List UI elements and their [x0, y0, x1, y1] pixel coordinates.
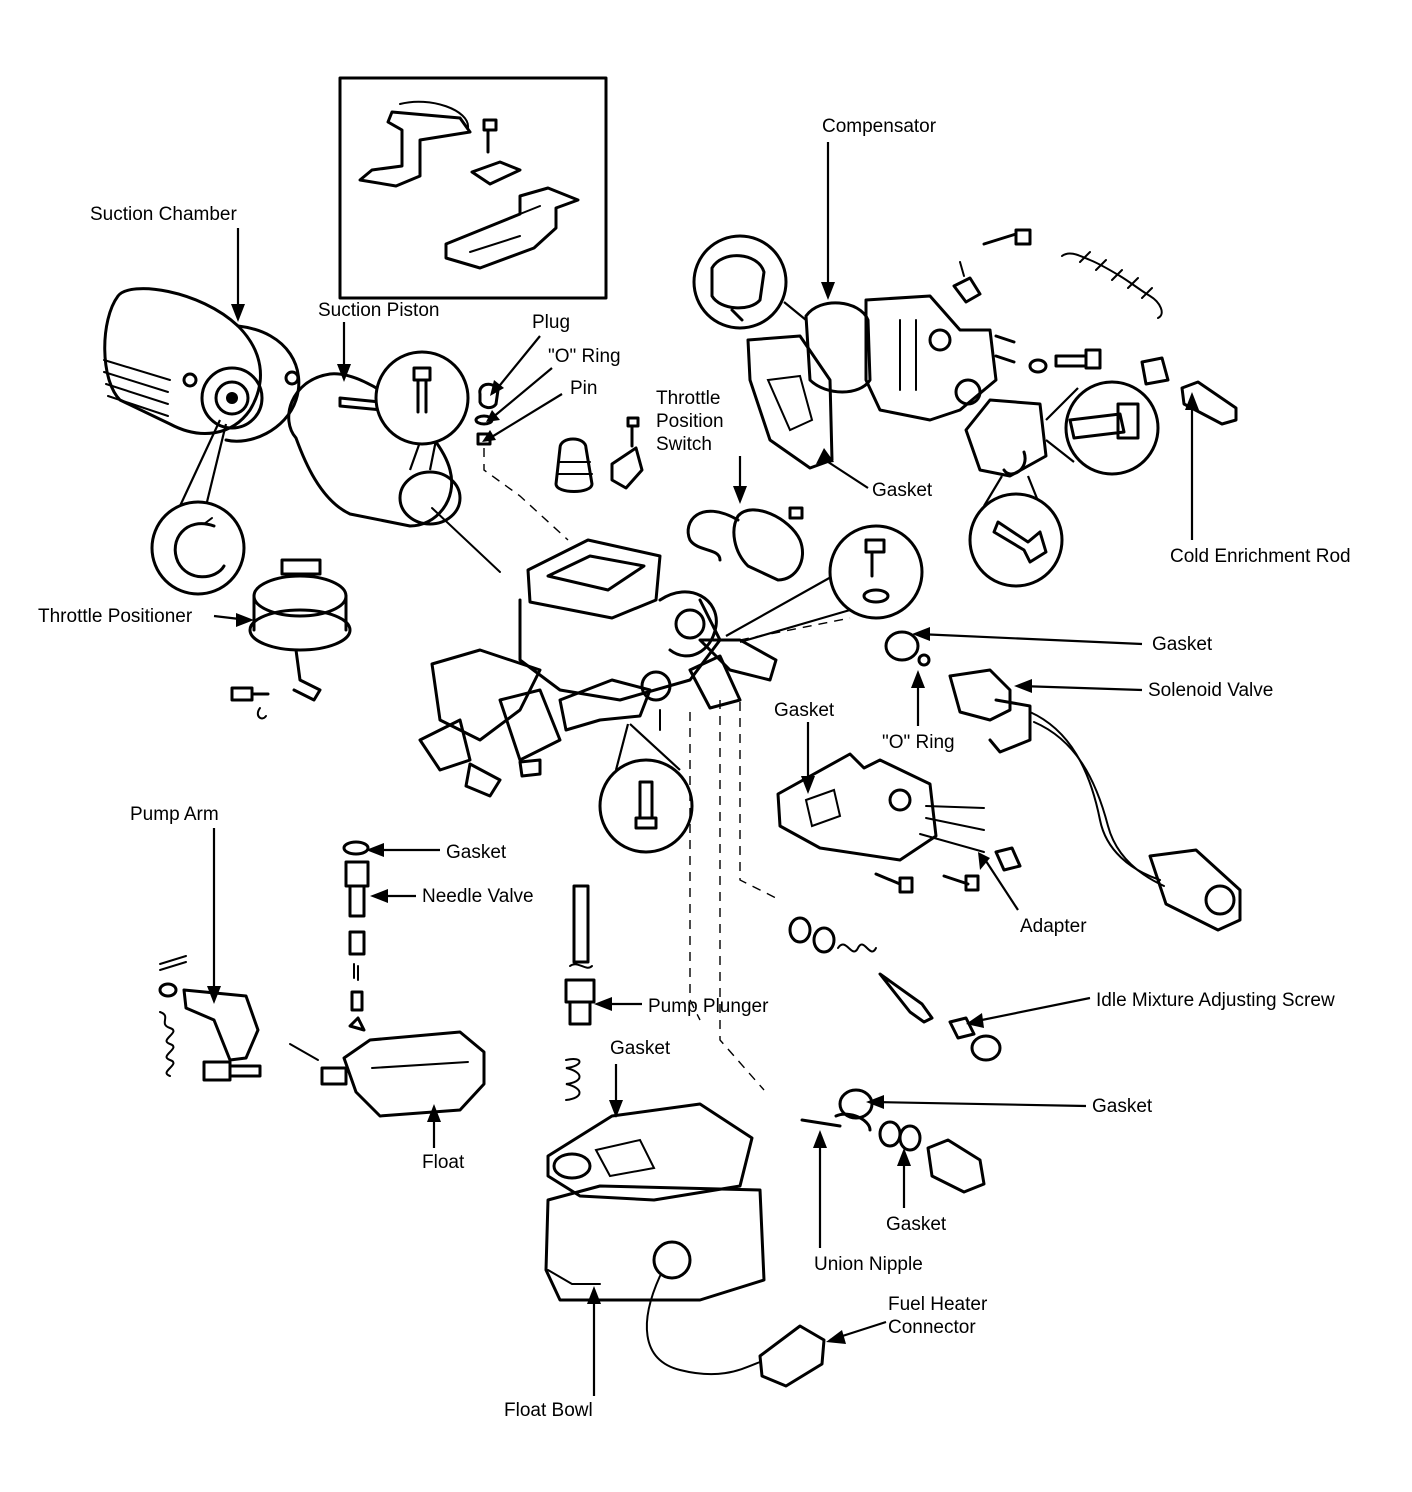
label-fuel-heater-connector-line1: Fuel Heater: [888, 1294, 988, 1315]
label-gasket-union-right: Gasket: [1092, 1096, 1153, 1117]
label-throttle-position-switch-line3: Switch: [656, 434, 712, 455]
carburetor-main-body: [418, 538, 778, 798]
inset-bracket-detail: [338, 76, 608, 300]
label-pump-plunger: Pump Plunger: [648, 996, 769, 1017]
label-idle-mixture-adjusting-screw: Idle Mixture Adjusting Screw: [1096, 990, 1335, 1011]
label-fuel-heater-connector-line2: Connector: [888, 1317, 976, 1338]
union-nipple-part: [800, 1088, 1087, 1248]
label-solenoid-valve: Solenoid Valve: [1148, 680, 1273, 701]
label-gasket-solenoid: Gasket: [1152, 634, 1213, 655]
float-part: [289, 1030, 486, 1148]
plug-oring-pin-parts: [474, 335, 569, 541]
label-float-bowl: Float Bowl: [504, 1400, 593, 1421]
throttle-positioner-part: [213, 558, 352, 720]
piston-screw-callout: [374, 350, 470, 471]
label-suction-piston: Suction Piston: [318, 300, 439, 321]
label-float: Float: [422, 1152, 465, 1173]
compensator-screw-callout: [968, 475, 1064, 588]
label-gasket-bowl: Gasket: [610, 1038, 671, 1059]
compensator-bolt-callout: [1045, 380, 1160, 476]
float-bowl-part: [544, 1064, 887, 1396]
pump-arm-part: [158, 828, 262, 1082]
compensator-gasket-part: [746, 334, 869, 489]
compensator-hardware: [952, 228, 1238, 426]
label-gasket-plate: Gasket: [774, 700, 835, 721]
throttle-position-switch-part: [686, 456, 804, 582]
label-compensator: Compensator: [822, 116, 937, 137]
label-union-nipple: Union Nipple: [814, 1254, 923, 1275]
diaphragm-parts: [554, 416, 644, 493]
label-throttle-position-switch-line1: Throttle: [656, 388, 720, 409]
label-o-ring-top: "O" Ring: [548, 346, 621, 367]
label-plug: Plug: [532, 312, 570, 333]
needle-valve-part: [342, 840, 440, 1032]
jet-screw-callout: [725, 524, 924, 644]
label-pin: Pin: [570, 378, 597, 399]
label-gasket-compensator: Gasket: [872, 480, 933, 501]
compensator-part: [804, 142, 1048, 478]
label-adapter: Adapter: [1020, 916, 1087, 937]
label-pump-arm: Pump Arm: [130, 804, 219, 825]
plate-gasket-part: [776, 722, 1022, 911]
pump-plunger-part: [564, 884, 642, 1101]
solenoid-valve-part: [884, 627, 1242, 932]
body-screw-callout: [598, 723, 694, 854]
suction-chamber-part: [103, 287, 301, 443]
label-o-ring-solenoid: "O" Ring: [882, 732, 955, 753]
snap-ring-callout: [150, 419, 246, 596]
label-throttle-position-switch-line2: Position: [656, 411, 724, 432]
label-needle-valve: Needle Valve: [422, 886, 534, 907]
label-gasket-needle: Gasket: [446, 842, 507, 863]
compensator-callout: [692, 234, 807, 330]
label-gasket-union-lower: Gasket: [886, 1214, 947, 1235]
idle-mixture-screw-part: [788, 916, 1091, 1062]
label-suction-chamber: Suction Chamber: [90, 204, 237, 225]
label-throttle-positioner: Throttle Positioner: [38, 606, 193, 627]
label-cold-enrichment-rod: Cold Enrichment Rod: [1170, 546, 1351, 567]
